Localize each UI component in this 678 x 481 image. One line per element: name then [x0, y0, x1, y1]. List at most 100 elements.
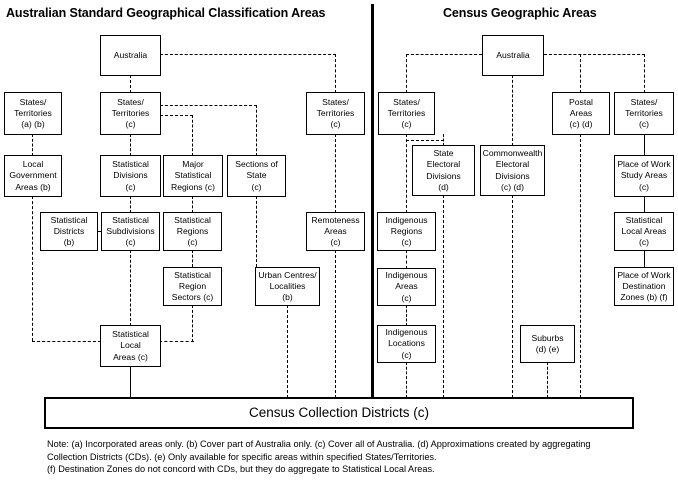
connector-srs-down	[192, 305, 193, 342]
box-asgc-states-territories-c-right[interactable]: States/Territories(c)	[306, 92, 365, 135]
connector-stat-regions-to-srs	[192, 250, 193, 267]
connector-states-ab-to-lga	[32, 134, 33, 156]
connector-lga-to-sla	[32, 341, 101, 342]
box-asgc-states-territories-ab[interactable]: States/Territories(a) (b)	[4, 92, 62, 135]
connector-cga-states-to-sed-v	[443, 134, 444, 146]
section-divider	[371, 4, 374, 400]
box-label: Census Collection Districts (c)	[248, 405, 430, 420]
connector-states-right-to-remoteness	[335, 134, 336, 213]
connector-cga-australia-to-postal-v	[580, 54, 581, 93]
connector-msr-to-stat-regions	[192, 196, 193, 213]
connector-suburbs-to-ccd	[547, 362, 548, 398]
connector-australia-to-states-right	[160, 54, 336, 55]
connector-cga-states-to-sed-h	[406, 140, 444, 141]
box-suburbs[interactable]: Suburbs(d) (e)	[520, 325, 575, 363]
box-label: States/Territories(c)	[111, 96, 150, 130]
box-asgc-states-territories-c[interactable]: States/Territories(c)	[100, 92, 161, 135]
connector-sla-to-powdz	[644, 250, 645, 267]
footnote-text: Note: (a) Incorporated areas only. (b) C…	[47, 439, 591, 475]
connector-stat-subdiv-to-stat-districts	[97, 231, 103, 232]
box-label: Australia	[113, 49, 148, 60]
connector-remoteness-to-ccd	[335, 250, 336, 398]
connector-stat-subdiv-to-sla	[130, 250, 131, 326]
connector-postal-to-ccd	[580, 134, 581, 398]
connector-powsa-to-sla	[644, 196, 645, 213]
box-cga-australia[interactable]: Australia	[482, 35, 544, 76]
box-urban-centres-localities[interactable]: Urban Centres/Localities(b)	[255, 267, 320, 306]
connector-cga-australia-to-states-v	[406, 54, 407, 93]
connector-australia-to-states-c	[130, 75, 131, 93]
box-label: States/Territories(a) (b)	[14, 96, 52, 130]
connector-indigenous-locations-to-ccd	[406, 362, 407, 398]
connector-cga-australia-to-states-h	[406, 54, 482, 55]
box-label: States/Territories(c)	[625, 96, 663, 130]
box-label: Suburbs(d) (e)	[531, 332, 564, 354]
box-cga-states-territories-c-right[interactable]: States/Territories(c)	[614, 92, 674, 135]
connector-lga-down	[32, 196, 33, 341]
box-census-collection-districts[interactable]: Census Collection Districts (c)	[44, 397, 634, 429]
connector-cga-states-right-to-powsa	[644, 134, 645, 156]
connector-ced-to-ccd	[512, 195, 513, 398]
box-label: Australia	[496, 49, 530, 60]
connector-states-c-to-sos-v	[256, 105, 257, 156]
connector-sed-to-ccd	[443, 195, 444, 398]
connector-cga-australia-to-ced	[512, 75, 513, 146]
box-asgc-australia[interactable]: Australia	[100, 35, 161, 76]
box-cga-states-territories-c[interactable]: States/Territories(c)	[378, 92, 435, 135]
connector-stat-div-to-stat-subdiv	[130, 196, 131, 213]
connector-ucl-to-ccd	[287, 305, 288, 398]
connector-states-c-to-msr-h	[160, 115, 193, 116]
connector-states-right-down	[335, 54, 336, 93]
box-label: States/Territories(c)	[316, 96, 355, 130]
page-title-right: Census Geographic Areas	[443, 6, 597, 20]
box-label: Urban Centres/Localities(b)	[258, 269, 317, 303]
connector-sos-to-ucl	[256, 196, 257, 267]
connector-indigenous-regions-to-areas	[406, 250, 407, 269]
connector-indigenous-areas-to-locations	[406, 305, 407, 326]
connector-srs-to-sla	[159, 341, 194, 342]
connector-sla-to-ccd	[130, 366, 131, 398]
page-title-left: Australian Standard Geographical Classif…	[6, 6, 326, 20]
connector-states-c-to-sos-h	[160, 105, 257, 106]
connector-cga-australia-to-states-right-v	[644, 54, 645, 93]
connector-cga-states-to-indigenous-regions	[406, 134, 407, 213]
